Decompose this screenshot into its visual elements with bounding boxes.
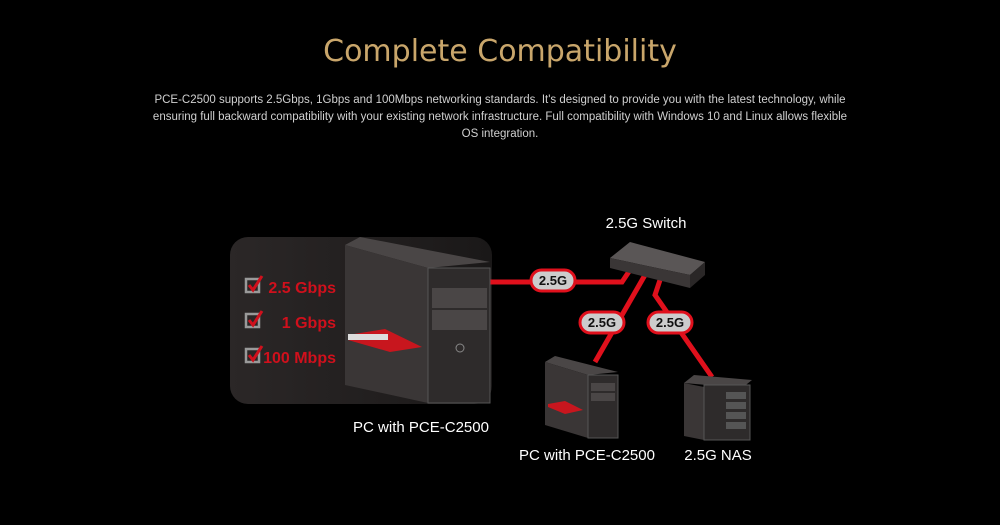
link-badge: 2.5G [646, 310, 694, 335]
speed-label: 1 Gbps [282, 315, 336, 332]
switch-label: 2.5G Switch [606, 215, 687, 232]
nas-icon [684, 375, 752, 441]
speed-item: 2.5 Gbps [244, 275, 336, 297]
svg-text:2.5G: 2.5G [539, 273, 567, 288]
svg-text:2.5G: 2.5G [588, 315, 616, 330]
link-badge: 2.5G [578, 310, 626, 335]
second-pc-icon [545, 356, 619, 439]
speed-list: 2.5 Gbps 1 Gbps 100 Mbps [244, 275, 336, 367]
speed-item: 1 Gbps [244, 310, 336, 332]
svg-text:2.5G: 2.5G [656, 315, 684, 330]
main-pc-icon [345, 237, 491, 404]
speed-label: 100 Mbps [263, 350, 336, 367]
switch-icon [610, 242, 705, 288]
speed-label: 2.5 Gbps [268, 280, 336, 297]
nas-label: 2.5G NAS [684, 447, 752, 464]
link-badge: 2.5G [529, 268, 577, 293]
second-pc-label: PC with PCE-C2500 [519, 447, 655, 464]
description: PCE-C2500 supports 2.5Gbps, 1Gbps and 10… [152, 94, 848, 140]
speed-item: 100 Mbps [244, 345, 336, 367]
page-title: Complete Compatibility [323, 34, 677, 69]
main-pc-label: PC with PCE-C2500 [353, 419, 489, 436]
